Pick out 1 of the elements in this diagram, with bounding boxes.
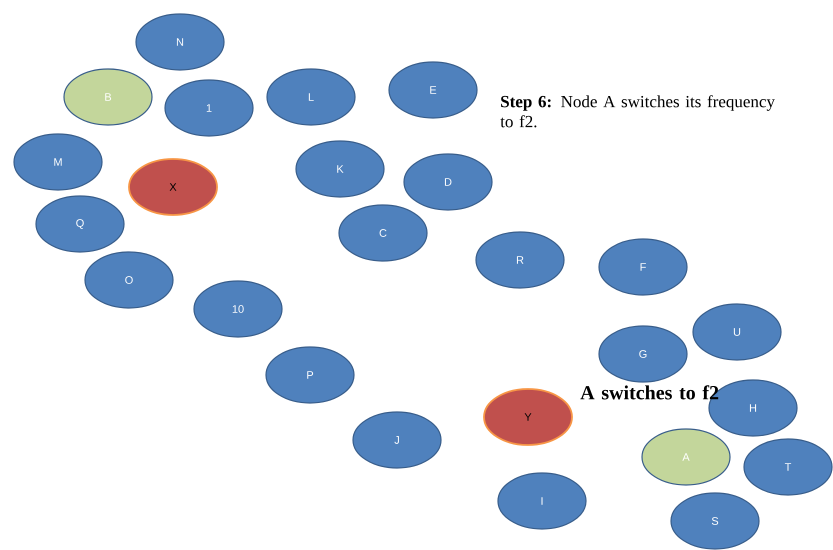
step-description: Step 6: Node A switches its frequency to f2. (500, 95, 775, 128)
